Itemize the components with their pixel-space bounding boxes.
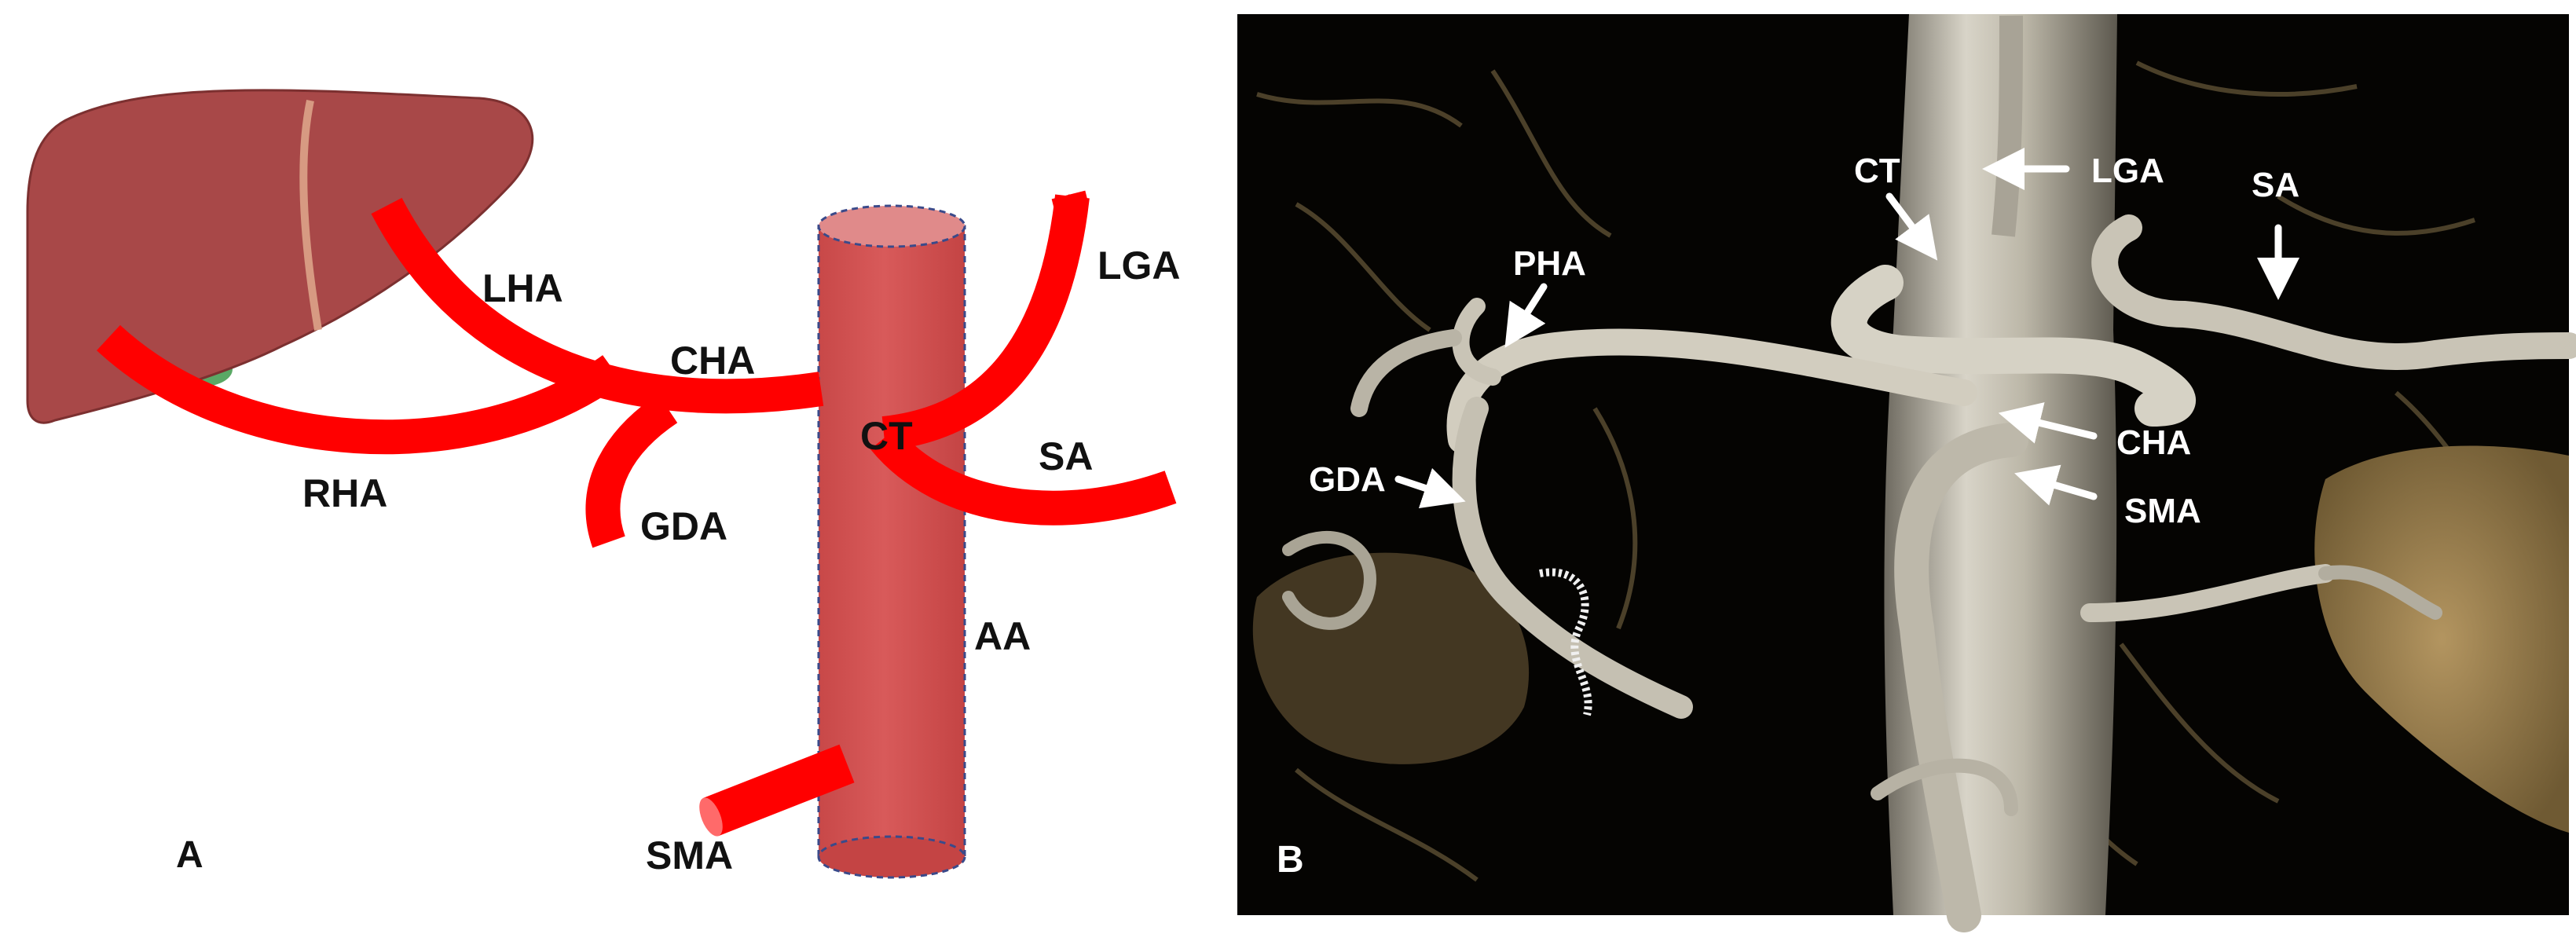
ct-left-loop — [1282, 530, 1376, 630]
arrow-ct — [1885, 192, 1938, 261]
arrow-gda — [1394, 467, 1466, 509]
tissue-left — [1252, 552, 1530, 764]
ct-right-branch-2 — [2318, 565, 2442, 620]
artery-sma — [699, 744, 855, 837]
falciform-ligament — [299, 99, 322, 331]
ct-lga — [1992, 15, 2023, 237]
panel-b-letter: B — [1277, 839, 1304, 881]
label-sma: SMA — [646, 833, 733, 877]
label-sa: SA — [1039, 434, 1093, 478]
panel-a-letter: A — [176, 834, 203, 876]
label-cha-b: CHA — [2116, 423, 2191, 462]
label-lga: LGA — [1097, 244, 1181, 288]
ct-vessels — [1282, 214, 2576, 932]
artery-branches — [97, 190, 1177, 548]
panel-a-schematic: LHA CHA RHA GDA CT LGA SA AA SMA A — [0, 0, 1226, 934]
arrow-cha — [1998, 402, 2098, 444]
arrow-sma — [2014, 464, 2098, 506]
aorta-illustration — [817, 204, 966, 879]
arrow-pha — [1504, 283, 1548, 348]
artery-sa — [870, 427, 1177, 526]
ct-arrows — [1394, 148, 2299, 509]
artery-lha-cha — [371, 197, 824, 414]
surgical-clip — [1539, 568, 1592, 716]
ct-hepatic-branch — [1350, 329, 1462, 417]
label-lha: LHA — [482, 266, 563, 310]
liver-shape — [26, 89, 534, 424]
artery-lga — [881, 194, 1090, 451]
aorta-top — [817, 204, 966, 248]
ct-sma — [1894, 423, 2028, 932]
sma-end — [699, 797, 723, 837]
label-lga-b: LGA — [2091, 152, 2164, 190]
ct-aorta — [1884, 14, 2117, 915]
label-sa-b: SA — [2252, 166, 2299, 204]
label-cha: CHA — [670, 339, 755, 383]
artery-rha — [97, 324, 623, 455]
label-aa: AA — [974, 614, 1031, 658]
label-rha: RHA — [302, 471, 387, 515]
panel-b-ct-render: CT LGA SA PHA GDA CHA SMA B — [1237, 14, 2576, 932]
label-ct-b: CT — [1854, 152, 1900, 190]
artery-lga-cap — [1051, 190, 1088, 209]
ct-right-branch — [2080, 564, 2335, 622]
ct-celiac — [1830, 265, 2196, 427]
label-pha-b: PHA — [1513, 244, 1586, 283]
label-gda-b: GDA — [1309, 460, 1386, 499]
artery-gda — [585, 394, 678, 548]
organ-right — [2314, 445, 2569, 833]
label-ct: CT — [860, 414, 913, 458]
ct-splenic-artery — [2091, 214, 2576, 371]
sma-shaft — [703, 744, 855, 837]
label-sma-b: SMA — [2124, 492, 2201, 530]
ct-pha-loop — [1452, 298, 1501, 386]
label-gda: GDA — [640, 504, 727, 548]
ct-bottom-loop — [1871, 758, 2018, 816]
ct-cha-pha — [1446, 328, 1977, 453]
aorta-bottom — [817, 835, 966, 879]
